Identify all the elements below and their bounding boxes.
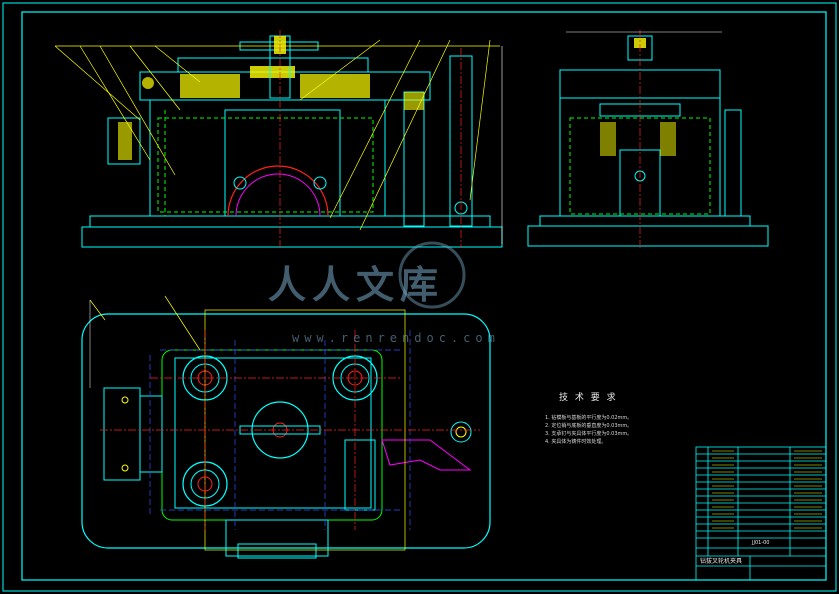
note-item: 3. 支承钉与夹具体平行度为0.03mm。: [545, 431, 633, 437]
title-block: [695, 446, 827, 581]
front-view: [54, 30, 503, 248]
top-view: [81, 295, 491, 559]
inner-frame: [21, 11, 827, 581]
note-item: 4. 夹具体为铸件时效处理。: [545, 439, 607, 445]
watermark-url: www.renrendoc.com: [292, 331, 500, 345]
drawing-name: 钻拔叉轮机夹具: [700, 558, 743, 565]
technical-requirements-list: 1. 钻模板与基板的平行度为0.02mm。 2. 定位销与底板的垂直度为0.03…: [545, 414, 632, 446]
note-item: 1. 钻模板与基板的平行度为0.02mm。: [545, 415, 633, 421]
watermark-logo-ring: [398, 241, 466, 309]
drawing-code: JJ01-00: [752, 540, 770, 546]
side-view: [527, 30, 769, 248]
technical-requirements-title: 技 术 要 求: [559, 393, 618, 403]
note-item: 2. 定位销与底板的垂直度为0.03mm。: [545, 423, 633, 429]
watermark-text: 人人文库: [268, 263, 445, 307]
